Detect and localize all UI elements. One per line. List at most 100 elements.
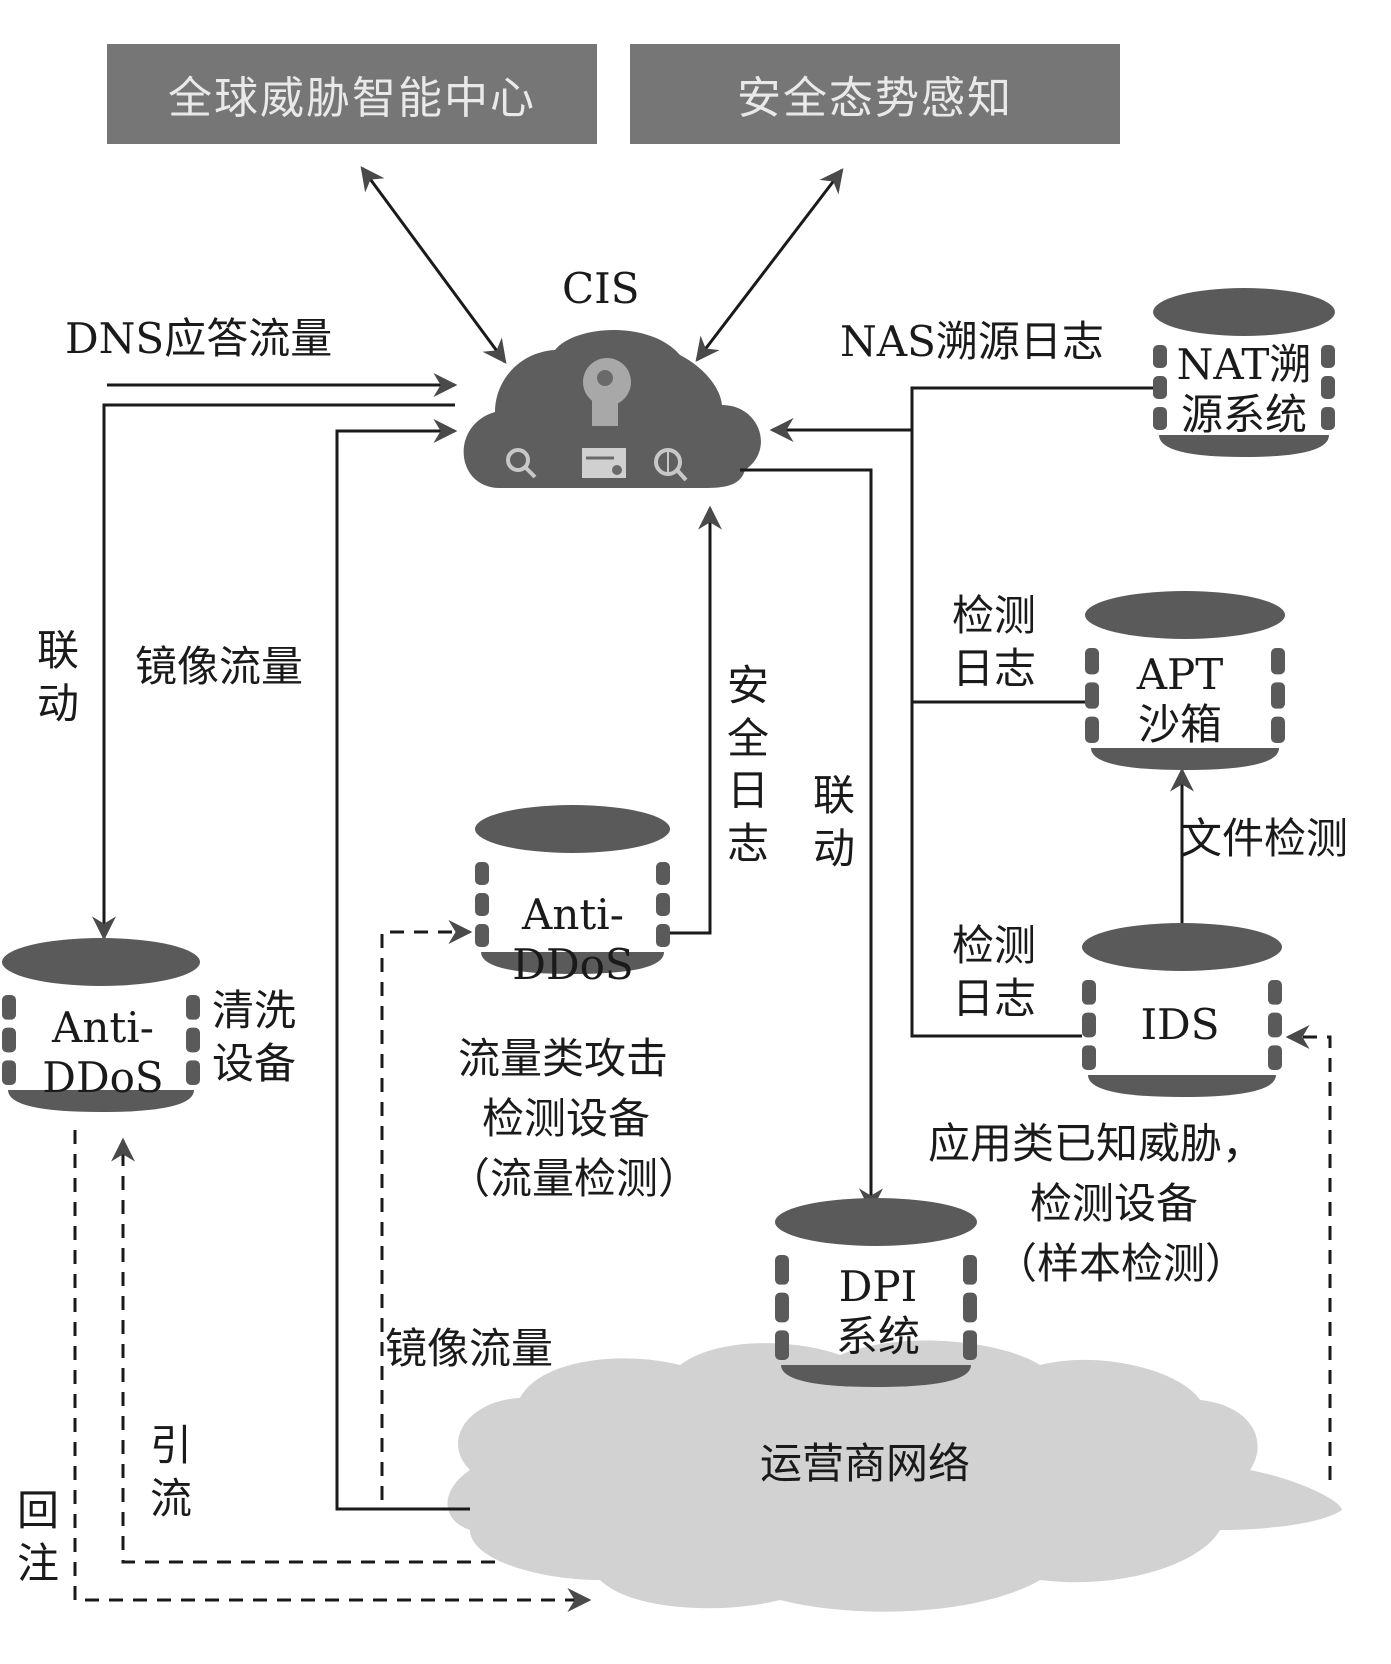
arrow-threat-center-cis: [360, 166, 507, 364]
anti-ddos-mid-db-cylinder[interactable]: [475, 805, 670, 974]
ids-db-cylinder[interactable]: [1082, 923, 1282, 1097]
arrow-mirror-traffic: [335, 419, 470, 1511]
detect-log-ids-label: 检测日志: [952, 921, 1037, 1023]
ids-db-top: [1082, 923, 1282, 971]
gear-search-icon: [506, 448, 537, 479]
anti-ddos-left-line1: Anti-: [52, 1003, 154, 1052]
apt-db-line2: 沙箱: [1137, 700, 1222, 750]
ids-db-side-segment: [1082, 1045, 1096, 1070]
apt-db-line1: APT: [1136, 650, 1224, 699]
arrow-network-to-ids: [1285, 1025, 1332, 1480]
cleaning-device-label: 清洗设备: [212, 986, 297, 1088]
arrow-security-log: [670, 505, 722, 935]
mirror-traffic-top-label: 镜像流量: [135, 642, 304, 691]
nat-db-side-segment: [1321, 345, 1335, 368]
anti-ddos-left-db-side-segment: [2, 995, 16, 1020]
app-threat-line1: 应用类已知威胁，: [928, 1119, 1265, 1168]
nat-db-top: [1153, 288, 1335, 336]
apt-db-side-segment: [1271, 648, 1285, 675]
flow-attack-device-line2: 检测设备: [482, 1094, 651, 1143]
ids-db-bottom: [1088, 1075, 1276, 1097]
operator-network-label: 运营商网络: [760, 1439, 971, 1488]
arrow-linkage-dpi: [740, 468, 883, 1213]
apt-db-top: [1085, 591, 1285, 639]
ids-db-side-segment: [1082, 1012, 1096, 1038]
operator-network-cloud: [447, 1340, 1342, 1612]
anti-ddos-left-db-top: [2, 938, 200, 986]
anti-ddos-mid-line1: Anti-: [522, 890, 624, 939]
arrow-divert: [111, 1137, 495, 1564]
ids-db-side-segment: [1082, 980, 1096, 1005]
anti-ddos-mid-db-side-segment: [656, 924, 670, 947]
dpi-db-label[interactable]: DPI 系统: [783, 1262, 973, 1363]
reinject-label: 回注: [17, 1486, 60, 1588]
nat-db-side-segment: [1153, 345, 1167, 368]
card-icon: [582, 448, 626, 478]
anti-ddos-left-db-bottom: [8, 1090, 194, 1112]
dpi-db-line2: 系统: [835, 1312, 920, 1362]
security-situation-box[interactable]: 安全态势感知: [630, 44, 1120, 144]
dpi-db-side-segment: [963, 1330, 977, 1360]
flow-attack-device-line3: （流量检测）: [448, 1154, 701, 1203]
dpi-db-cylinder[interactable]: [775, 1198, 977, 1387]
dns-response-label: DNS应答流量: [65, 314, 333, 363]
ids-db-side-segment: [1268, 980, 1282, 1005]
threat-intel-center-box[interactable]: 全球威胁智能中心: [107, 44, 597, 144]
nat-db-side-segment: [1321, 407, 1335, 430]
dpi-db-side-segment: [963, 1292, 977, 1323]
cis-label: CIS: [562, 264, 640, 313]
linkage-mid-label: 联动: [813, 771, 856, 873]
ids-db-side-segment: [1268, 1045, 1282, 1070]
apt-db-side-segment: [1271, 682, 1285, 709]
divert-label: 引流: [150, 1421, 193, 1523]
arrow-mirror-to-mid-ddos: [380, 920, 473, 1500]
apt-db-side-segment: [1085, 716, 1099, 743]
anti-ddos-left-db-side-segment: [186, 995, 200, 1020]
arrow-nas-log: [910, 386, 1155, 1038]
anti-ddos-left-db-side-segment: [2, 1060, 16, 1085]
anti-ddos-left-db-side-segment: [2, 1027, 16, 1053]
ids-db-line1: IDS: [1140, 1000, 1220, 1049]
arrow-situation-cis: [695, 168, 844, 362]
app-threat-line3: （样本检测）: [995, 1239, 1248, 1288]
flow-attack-device-line1: 流量类攻击: [458, 1034, 669, 1083]
apt-db-cylinder[interactable]: [1085, 591, 1285, 770]
anti-ddos-left-label[interactable]: Anti- DDoS: [8, 1003, 198, 1104]
app-threat-line2: 检测设备: [1030, 1179, 1199, 1228]
arrow-linkage-left: [92, 403, 455, 941]
ids-db-label[interactable]: IDS: [1090, 1000, 1270, 1050]
apt-db-label[interactable]: APT 沙箱: [1090, 650, 1270, 751]
apt-db-side-segment: [1271, 716, 1285, 743]
apt-db-bottom: [1091, 748, 1279, 770]
nat-db-side-segment: [1321, 376, 1335, 399]
dpi-db-bottom: [781, 1365, 971, 1387]
apt-db-side-segment: [1085, 648, 1099, 675]
dpi-db-side-segment: [775, 1292, 789, 1323]
anti-ddos-left-db-cylinder[interactable]: [2, 938, 200, 1112]
anti-ddos-mid-db-top: [475, 805, 670, 853]
dpi-db-side-segment: [963, 1255, 977, 1285]
anti-ddos-mid-label[interactable]: Anti- DDoS: [478, 890, 668, 991]
dpi-db-top: [775, 1198, 977, 1246]
brain-head-icon: [583, 358, 631, 426]
nat-db-line1: NAT溯: [1176, 340, 1312, 389]
detect-log-apt-label: 检测日志: [952, 591, 1037, 693]
linkage-left-label: 联动: [37, 626, 80, 728]
security-log-label: 安全日志: [727, 661, 770, 868]
nat-db-side-segment: [1153, 407, 1167, 430]
anti-ddos-mid-db-side-segment: [475, 893, 489, 916]
arrow-reinject: [73, 1130, 592, 1612]
ids-db-side-segment: [1268, 1012, 1282, 1038]
anti-ddos-mid-db-side-segment: [656, 862, 670, 885]
mirror-traffic-bottom-label: 镜像流量: [385, 1324, 554, 1373]
anti-ddos-mid-line2: DDoS: [512, 940, 634, 990]
nat-db-label[interactable]: NAT溯 源系统: [1158, 340, 1330, 441]
anti-ddos-mid-db-side-segment: [656, 893, 670, 916]
anti-ddos-left-line2: DDoS: [42, 1053, 164, 1103]
anti-ddos-mid-db-side-segment: [475, 862, 489, 885]
nat-db-cylinder[interactable]: [1153, 288, 1335, 457]
anti-ddos-left-db-side-segment: [186, 1027, 200, 1053]
dpi-db-side-segment: [775, 1330, 789, 1360]
file-detect-label: 文件检测: [1180, 814, 1349, 863]
